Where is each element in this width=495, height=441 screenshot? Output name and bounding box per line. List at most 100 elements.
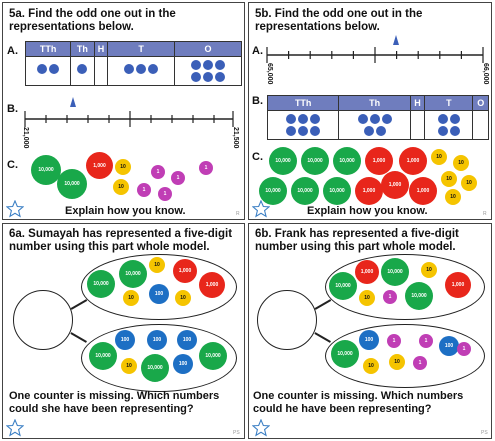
- q6a-bottom-counter-6: 10: [121, 358, 137, 374]
- q6a-bottom-counter-5: 10,000: [199, 342, 227, 370]
- q6a-bottom-counter-2: 100: [147, 330, 167, 350]
- q5a-counter-2: 10,000: [57, 169, 87, 199]
- q5b-label-b: B.: [252, 95, 263, 107]
- q5a-header-th: Th: [70, 41, 95, 57]
- q5b-counter-13: 10: [453, 155, 469, 171]
- q5a-counter-9: 1: [137, 183, 151, 197]
- q5b-cell-t: [424, 110, 474, 140]
- q5a-nl-right-label: 21,500: [232, 127, 239, 149]
- q6a-top-counter-5: 10: [123, 290, 139, 306]
- q5b-corner-tag: R: [483, 211, 487, 217]
- q6b-bottom-counter-6: 10: [363, 358, 379, 374]
- q5b-label-c: C.: [252, 151, 263, 163]
- q5a-cell-o: [174, 56, 242, 86]
- q5b-counter-6: 10: [431, 149, 447, 165]
- q6a-top-counter-4: 1,000: [173, 259, 197, 283]
- q6b-bottom-counter-4: 1: [419, 334, 433, 348]
- q6b-corner-tag: PS: [481, 430, 488, 436]
- q5b-counter-3: 10,000: [333, 147, 361, 175]
- q5a-counter-6: 1: [151, 165, 165, 179]
- q5a-place-value-table: TTh Th H T O: [24, 41, 242, 86]
- q6b-question-line2: could he have been representing?: [253, 403, 432, 415]
- q6b-whole-circle: [257, 290, 317, 350]
- q5b-counter-1: 10,000: [269, 147, 297, 175]
- q6a-top-counter-7: 10: [175, 290, 191, 306]
- q6a-whole-circle: [13, 290, 73, 350]
- star-icon: [6, 200, 24, 218]
- q6a-bottom-counter-4: 10,000: [89, 342, 117, 370]
- q5a-counter-8: 1: [199, 161, 213, 175]
- q5b-counter-12: 1,000: [409, 177, 437, 205]
- q5b-counter-2: 10,000: [301, 147, 329, 175]
- q5b-nl-left-label: 65,000: [266, 63, 273, 85]
- q5a-counter-10: 1: [158, 187, 172, 201]
- q6b-bottom-counter-1: 100: [359, 330, 379, 350]
- q6a-top-counter-6: 100: [149, 284, 169, 304]
- q5a-cell-tth: [24, 56, 72, 86]
- q6b-bottom-counter-5: 100: [439, 336, 459, 356]
- q6b-question-line1: One counter is missing. Which numbers: [253, 390, 464, 402]
- q5b-title-line2: representations below.: [255, 21, 380, 33]
- q5b-cell-h: [409, 110, 426, 140]
- q6b-part-top: [325, 254, 485, 320]
- q5b-counter-9: 10,000: [323, 177, 351, 205]
- q5b-header-t: T: [424, 95, 474, 111]
- q5a-header-tth: TTh: [24, 41, 72, 57]
- q5a-label-b: B.: [7, 103, 18, 115]
- q5b-counter-14: 10: [441, 171, 457, 187]
- star-icon: [252, 419, 270, 437]
- q6b-bottom-counter-2: 1: [387, 334, 401, 348]
- q5a-header-o: O: [174, 41, 242, 57]
- q5a-label-c: C.: [7, 159, 18, 171]
- q6b-top-counter-4: 10,000: [329, 272, 357, 300]
- q5b-counter-10: 1,000: [355, 177, 383, 205]
- q5a-arrow-icon: [70, 97, 76, 107]
- q6a-bottom-counter-8: 100: [173, 354, 193, 374]
- q6b-title-line2: number using this part whole model.: [255, 241, 456, 253]
- q5a-header-t: T: [107, 41, 176, 57]
- q5b-counter-4: 1,000: [365, 147, 393, 175]
- q6a-bottom-counter-7: 10,000: [141, 354, 169, 382]
- q5a-title-line2: representations below.: [9, 21, 134, 33]
- q6a-part-top: [81, 254, 237, 320]
- q5b-title-line1: 5b. Find the odd one out in the: [255, 8, 423, 20]
- q6a-top-counter-8: 1,000: [199, 272, 225, 298]
- q5b-counter-15: 10: [461, 175, 477, 191]
- q5b-cell-th: [338, 110, 411, 140]
- q5b-cell-tth: [266, 110, 340, 140]
- q5b-counter-8: 10,000: [291, 177, 319, 205]
- q6a-part-bottom: [81, 324, 237, 392]
- q6b-top-counter-6: 10: [359, 290, 375, 306]
- q6a-top-counter-3: 10: [149, 257, 165, 273]
- q6a-top-counter-2: 10,000: [119, 260, 147, 288]
- q5a-number-line: [24, 97, 234, 127]
- q5b-place-value-table: TTh Th H T O: [266, 95, 489, 140]
- q5b-counter-16: 10: [445, 189, 461, 205]
- star-icon: [6, 419, 24, 437]
- q6a-bottom-counter-1: 100: [115, 330, 135, 350]
- q5a-counter-3: 1,000: [86, 152, 113, 179]
- q5a-title-line1: 5a. Find the odd one out in the: [9, 8, 176, 20]
- q5a-counter-7: 1: [171, 171, 185, 185]
- q6a-title-line1: 6a. Sumayah has represented a five-digit: [9, 228, 233, 240]
- q6a-title-line2: number using this part whole model.: [9, 241, 210, 253]
- q5b-cell-o: [472, 110, 489, 140]
- panel-6b: 6b. Frank has represented a five-digit n…: [248, 223, 492, 439]
- q5a-nl-left-label: 21,000: [22, 127, 29, 149]
- q5b-counter-11: 1,000: [381, 171, 409, 199]
- q5a-explain: Explain how you know.: [65, 205, 186, 217]
- q6b-top-counter-1: 1,000: [355, 260, 379, 284]
- q5a-counter-5: 10: [113, 179, 129, 195]
- q6b-top-counter-5: 1,000: [445, 272, 471, 298]
- q6a-top-counter-1: 10,000: [87, 270, 115, 298]
- q6b-top-counter-2: 10,000: [381, 258, 409, 286]
- q6b-bottom-counter-7: 1: [457, 342, 471, 356]
- star-icon: [252, 200, 270, 218]
- q6a-question-line1: One counter is missing. Which numbers: [9, 390, 220, 402]
- q5b-header-o: O: [472, 95, 489, 111]
- q5b-counter-7: 10,000: [259, 177, 287, 205]
- q5b-header-tth: TTh: [266, 95, 340, 111]
- q5a-counter-1: 10,000: [31, 155, 61, 185]
- q6b-bottom-counter-9: 1: [413, 356, 427, 370]
- q5b-header-th: Th: [338, 95, 411, 111]
